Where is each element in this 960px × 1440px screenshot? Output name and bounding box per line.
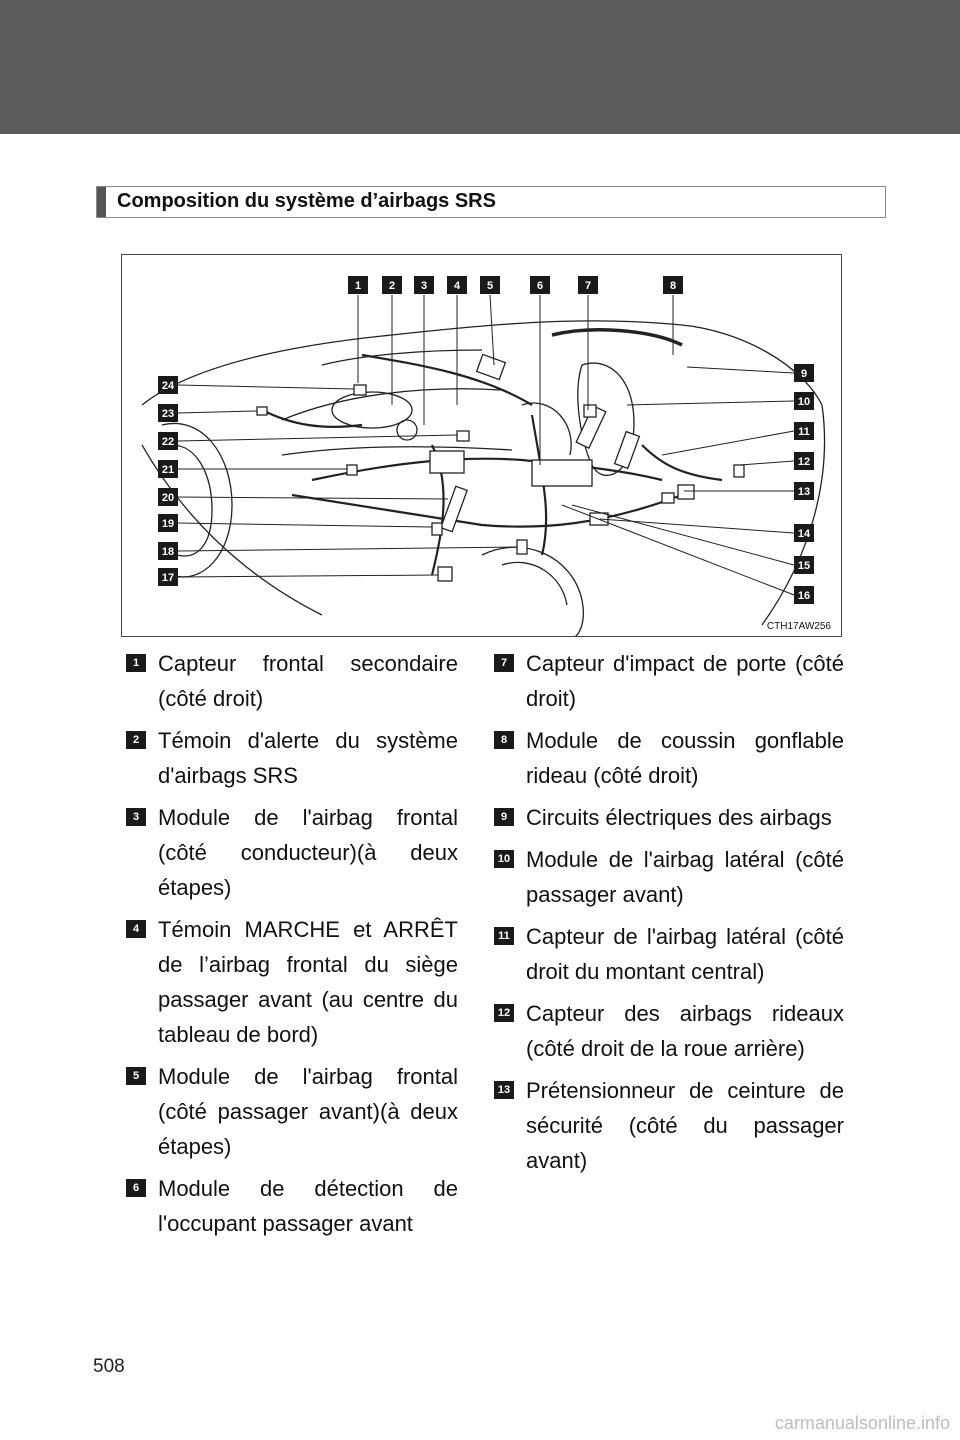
item-number-badge: 4: [126, 920, 146, 938]
callout-23: 23: [162, 408, 174, 420]
callout-4: 4: [454, 280, 461, 292]
callout-1: 1: [355, 280, 361, 292]
legend-item: 10 Module de l'airbag latéral (côté passa…: [494, 842, 844, 912]
callout-19: 19: [162, 518, 174, 530]
item-text: Module de coussin gonflable rideau (côté…: [526, 723, 844, 793]
legend-item: 5 Module de l'airbag frontal (côté passag…: [126, 1059, 458, 1164]
item-number-badge: 10: [494, 850, 514, 868]
callout-15: 15: [798, 560, 810, 572]
legend-item: 11 Capteur de l'airbag latéral (côté droi…: [494, 919, 844, 989]
legend-item: 12 Capteur des airbags rideaux (côté droi…: [494, 996, 844, 1066]
legend-item: 7 Capteur d'impact de porte (côté droit): [494, 646, 844, 716]
item-number-badge: 7: [494, 654, 514, 672]
item-number-badge: 5: [126, 1067, 146, 1085]
item-text: Circuits électriques des airbags: [526, 800, 844, 835]
callout-16: 16: [798, 590, 810, 602]
watermark: carmanualsonline.info: [775, 1413, 950, 1434]
callout-7: 7: [585, 280, 591, 292]
legend-item: 6 Module de détection de l'occupant passa…: [126, 1171, 458, 1241]
section-header-bar: [97, 187, 106, 217]
callout-2: 2: [389, 280, 395, 292]
page-number: 508: [93, 1356, 125, 1378]
item-text: Capteur d'impact de porte (côté droit): [526, 646, 844, 716]
legend-item: 9 Circuits électriques des airbags: [494, 800, 844, 835]
legend-item: 3 Module de l'airbag frontal (côté conduc…: [126, 800, 458, 905]
legend-item: 1 Capteur frontal secondaire (côté droit): [126, 646, 458, 716]
figure-code: CTH17AW256: [767, 621, 831, 632]
item-number-badge: 9: [494, 808, 514, 826]
legend-item: 2 Témoin d'alerte du système d'airbags SR…: [126, 723, 458, 793]
item-text: Prétensionneur de ceinture de sécurité (…: [526, 1073, 844, 1178]
item-text: Module de l'airbag frontal (côté conduct…: [158, 800, 458, 905]
top-band: [0, 0, 960, 134]
section-header: Composition du système d’airbags SRS: [96, 186, 886, 218]
item-text: Module de l'airbag latéral (côté passage…: [526, 842, 844, 912]
item-number-badge: 13: [494, 1081, 514, 1099]
item-text: Module de l'airbag frontal (côté passage…: [158, 1059, 458, 1164]
item-number-badge: 11: [494, 927, 514, 945]
item-number-badge: 6: [126, 1179, 146, 1197]
item-text: Module de détection de l'occupant passag…: [158, 1171, 458, 1241]
legend-left-column: 1 Capteur frontal secondaire (côté droit)…: [126, 646, 458, 1248]
callout-10: 10: [798, 396, 810, 408]
item-number-badge: 8: [494, 731, 514, 749]
callout-17: 17: [162, 572, 174, 584]
callout-24: 24: [162, 380, 175, 392]
item-text: Capteur de l'airbag latéral (côté droit …: [526, 919, 844, 989]
callout-11: 11: [798, 426, 810, 438]
item-number-badge: 2: [126, 731, 146, 749]
callout-22: 22: [162, 436, 174, 448]
legend-item: 8 Module de coussin gonflable rideau (côt…: [494, 723, 844, 793]
callout-21: 21: [162, 464, 174, 476]
callout-18: 18: [162, 546, 174, 558]
item-text: Capteur des airbags rideaux (côté droit …: [526, 996, 844, 1066]
callout-3: 3: [421, 280, 427, 292]
item-number-badge: 12: [494, 1004, 514, 1022]
item-number-badge: 3: [126, 808, 146, 826]
legend-item: 13 Prétensionneur de ceinture de sécurité…: [494, 1073, 844, 1178]
legend-item: 4 Témoin MARCHE et ARRÊT de l’airbag fron…: [126, 912, 458, 1052]
callout-5: 5: [487, 280, 493, 292]
item-number-badge: 1: [126, 654, 146, 672]
section-title: Composition du système d’airbags SRS: [117, 190, 496, 213]
callout-13: 13: [798, 486, 810, 498]
callout-12: 12: [798, 456, 810, 468]
callout-6: 6: [537, 280, 543, 292]
callout-9: 9: [801, 368, 807, 380]
item-text: Témoin MARCHE et ARRÊT de l’airbag front…: [158, 912, 458, 1052]
callout-8: 8: [670, 280, 676, 292]
callout-14: 14: [798, 528, 811, 540]
item-text: Témoin d'alerte du système d'airbags SRS: [158, 723, 458, 793]
item-text: Capteur frontal secondaire (côté droit): [158, 646, 458, 716]
callout-20: 20: [162, 492, 174, 504]
